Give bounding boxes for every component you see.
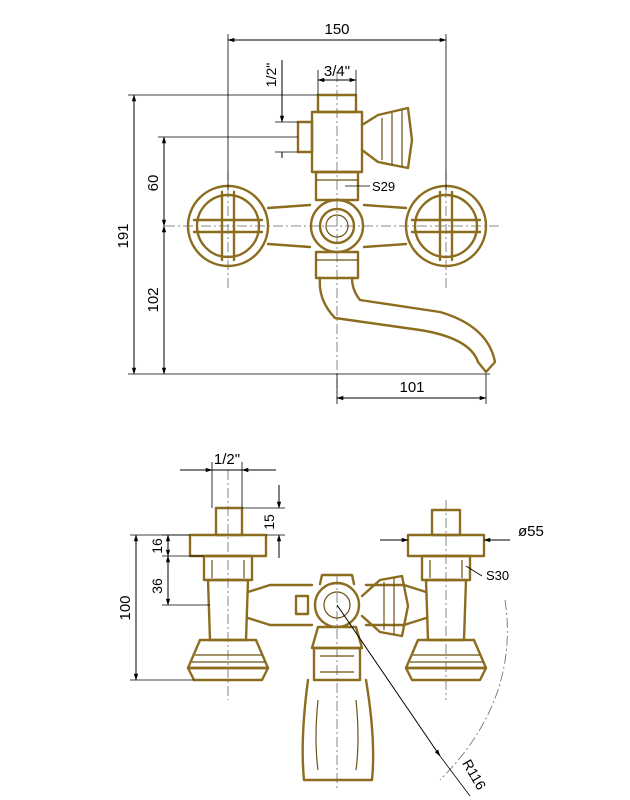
- dim-flange: 16: [149, 538, 165, 554]
- dim-upper: 60: [145, 175, 162, 192]
- faucet-body-top: [186, 93, 497, 374]
- dim-nut: 36: [149, 578, 165, 594]
- dim-diameter: ø55: [518, 523, 544, 540]
- label-hex-s30: S30: [486, 568, 509, 583]
- label-hex-s29: S29: [372, 179, 395, 194]
- dim-lower: 102: [145, 287, 162, 312]
- dim-total-height: 191: [115, 223, 132, 248]
- dim-height: 100: [117, 595, 134, 620]
- dim-total-width: 150: [324, 21, 349, 38]
- top-view: 150 3/4" 1/2" 191 60 102 101 S29: [115, 21, 500, 404]
- dim-spout: 101: [399, 379, 424, 396]
- front-view: 1/2" 15 16 36 100 ø55 S30 R116: [117, 451, 544, 797]
- faucet-body-front: [186, 506, 488, 782]
- dim-thread-top: 1/2": [214, 451, 240, 468]
- dim-outlet-thread: 1/2": [263, 63, 279, 87]
- dim-thread-len: 15: [261, 514, 277, 530]
- dim-inlet-thread: 3/4": [324, 63, 350, 80]
